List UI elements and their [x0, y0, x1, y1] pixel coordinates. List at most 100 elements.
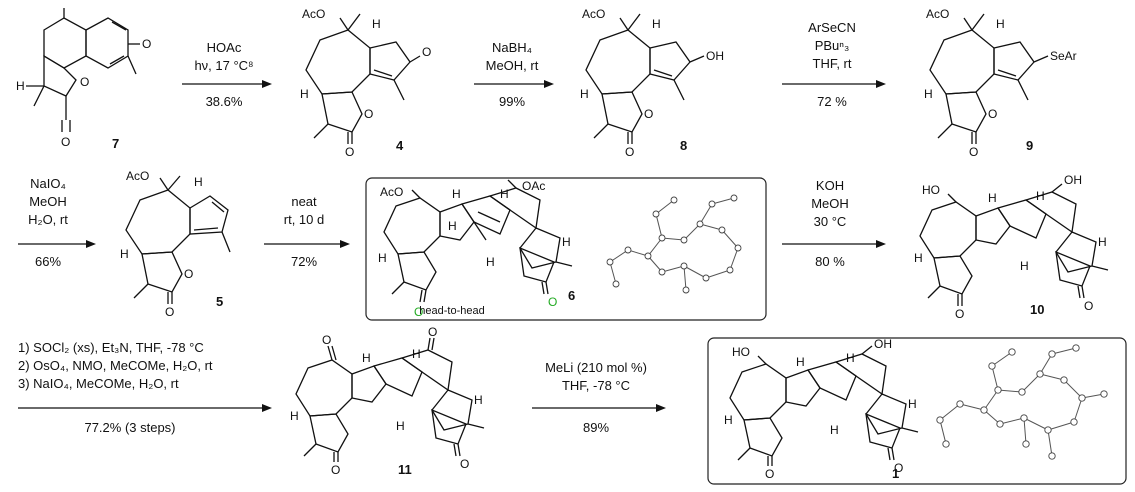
atom-label: H [924, 87, 933, 101]
atom-label: H [562, 235, 571, 249]
atom-label: O [142, 37, 151, 51]
step-8-reagent: MeLi (210 mol %) [545, 360, 647, 375]
atom-label: H [500, 187, 509, 201]
atom-label: OH [874, 337, 892, 351]
step-5-yield: 72% [291, 254, 317, 269]
structure-compound-9 [929, 13, 1049, 144]
compound-number-9: 9 [1026, 138, 1033, 153]
atom-label: HO [732, 345, 750, 359]
step-3-reagent-2: PBuⁿ₃ [815, 38, 850, 53]
atom-label: H [474, 393, 483, 407]
step-2-conditions: MeOH, rt [486, 58, 539, 73]
atom-label: O [894, 461, 903, 475]
atom-label: H [452, 187, 461, 201]
step-2-reagent: NaBH₄ [492, 40, 532, 55]
compound-number-11: 11 [398, 462, 412, 477]
structure-compound-6 [383, 179, 573, 303]
atom-label: H [412, 347, 421, 361]
atom-label: O [625, 145, 634, 159]
atom-label: H [908, 397, 917, 411]
atom-label: O [644, 107, 653, 121]
step-6-temperature: 30 °C [814, 214, 847, 229]
atom-label: H [448, 219, 457, 233]
atom-label: AcO [302, 7, 325, 21]
crystal-structure-1 [936, 344, 1108, 460]
compound-number-6: 6 [568, 288, 575, 303]
atom-label: O [414, 305, 423, 319]
step-3-yield: 72 % [817, 94, 847, 109]
step-4-reagent: NaIO₄ [30, 176, 66, 191]
atom-label: H [16, 79, 25, 93]
atom-label: AcO [582, 7, 605, 21]
atom-label: H [300, 87, 309, 101]
atom-label: O [548, 295, 557, 309]
step-7-line-2: 2) OsO₄, NMO, MeCOMe, H₂O, rt [18, 358, 213, 373]
atom-label: O [428, 325, 437, 339]
crystal-structure-6 [606, 194, 742, 294]
compound-1-frame [707, 337, 1127, 485]
atom-label: H [1098, 235, 1107, 249]
compound-6-frame [365, 177, 767, 321]
arrowhead-icon [340, 240, 350, 248]
compound-number-8: 8 [680, 138, 687, 153]
arrowhead-icon [262, 404, 272, 412]
step-8-yield: 89% [583, 420, 609, 435]
step-3-reagent: ArSeCN [808, 20, 856, 35]
step-5-conditions: neat [291, 194, 317, 209]
atom-label: O [422, 45, 431, 59]
atom-label: O [61, 135, 70, 149]
compound-number-1: 1 [892, 466, 899, 481]
atom-label: H [996, 17, 1005, 31]
atom-label: HO [922, 183, 940, 197]
atom-label: OH [1064, 173, 1082, 187]
atom-label: O [1084, 299, 1093, 313]
atom-label: H [1020, 259, 1029, 273]
structure-compound-11 [295, 337, 485, 462]
arrowhead-icon [544, 80, 554, 88]
atom-label: O [955, 307, 964, 321]
atom-label: OAc [522, 179, 545, 193]
step-1-reagent: HOAc [207, 40, 242, 55]
atom-label: AcO [380, 185, 403, 199]
step-3-conditions: THF, rt [813, 56, 852, 71]
step-1-yield: 38.6% [206, 94, 243, 109]
atom-label: H [830, 423, 839, 437]
atom-label: AcO [926, 7, 949, 21]
atom-label: H [1036, 189, 1045, 203]
arrowhead-icon [656, 404, 666, 412]
atom-label: AcO [126, 169, 149, 183]
atom-label: OH [706, 49, 724, 63]
head-to-head-annotation: head-to-head [419, 305, 484, 317]
atom-label: H [724, 413, 733, 427]
structure-compound-5 [125, 175, 231, 304]
atom-label: H [988, 191, 997, 205]
step-7-line-1: 1) SOCl₂ (xs), Et₃N, THF, -78 °C [18, 340, 204, 355]
atom-label: O [364, 107, 373, 121]
atom-label: H [796, 355, 805, 369]
step-5-time: rt, 10 d [284, 212, 324, 227]
atom-label: H [120, 247, 129, 261]
atom-label: H [378, 251, 387, 265]
step-6-yield: 80 % [815, 254, 845, 269]
atom-label: O [969, 145, 978, 159]
atom-label: H [362, 351, 371, 365]
structure-compound-10 [919, 183, 1109, 306]
atom-label: H [290, 409, 299, 423]
atom-label: O [322, 333, 331, 347]
step-2-yield: 99% [499, 94, 525, 109]
atom-label: O [988, 107, 997, 121]
atom-label: O [165, 305, 174, 319]
atom-label: O [331, 463, 340, 477]
step-1-conditions: hν, 17 °C⁸ [194, 58, 253, 73]
compound-number-4: 4 [396, 138, 404, 153]
structure-compound-1 [729, 345, 919, 466]
structure-compound-7 [26, 8, 140, 132]
step-4-yield: 66% [35, 254, 61, 269]
arrowhead-icon [262, 80, 272, 88]
step-6-solvent: MeOH [811, 196, 849, 211]
atom-label: H [652, 17, 661, 31]
compound-number-5: 5 [216, 294, 223, 309]
step-4-conditions: H₂O, rt [28, 212, 68, 227]
atom-label: O [184, 267, 193, 281]
